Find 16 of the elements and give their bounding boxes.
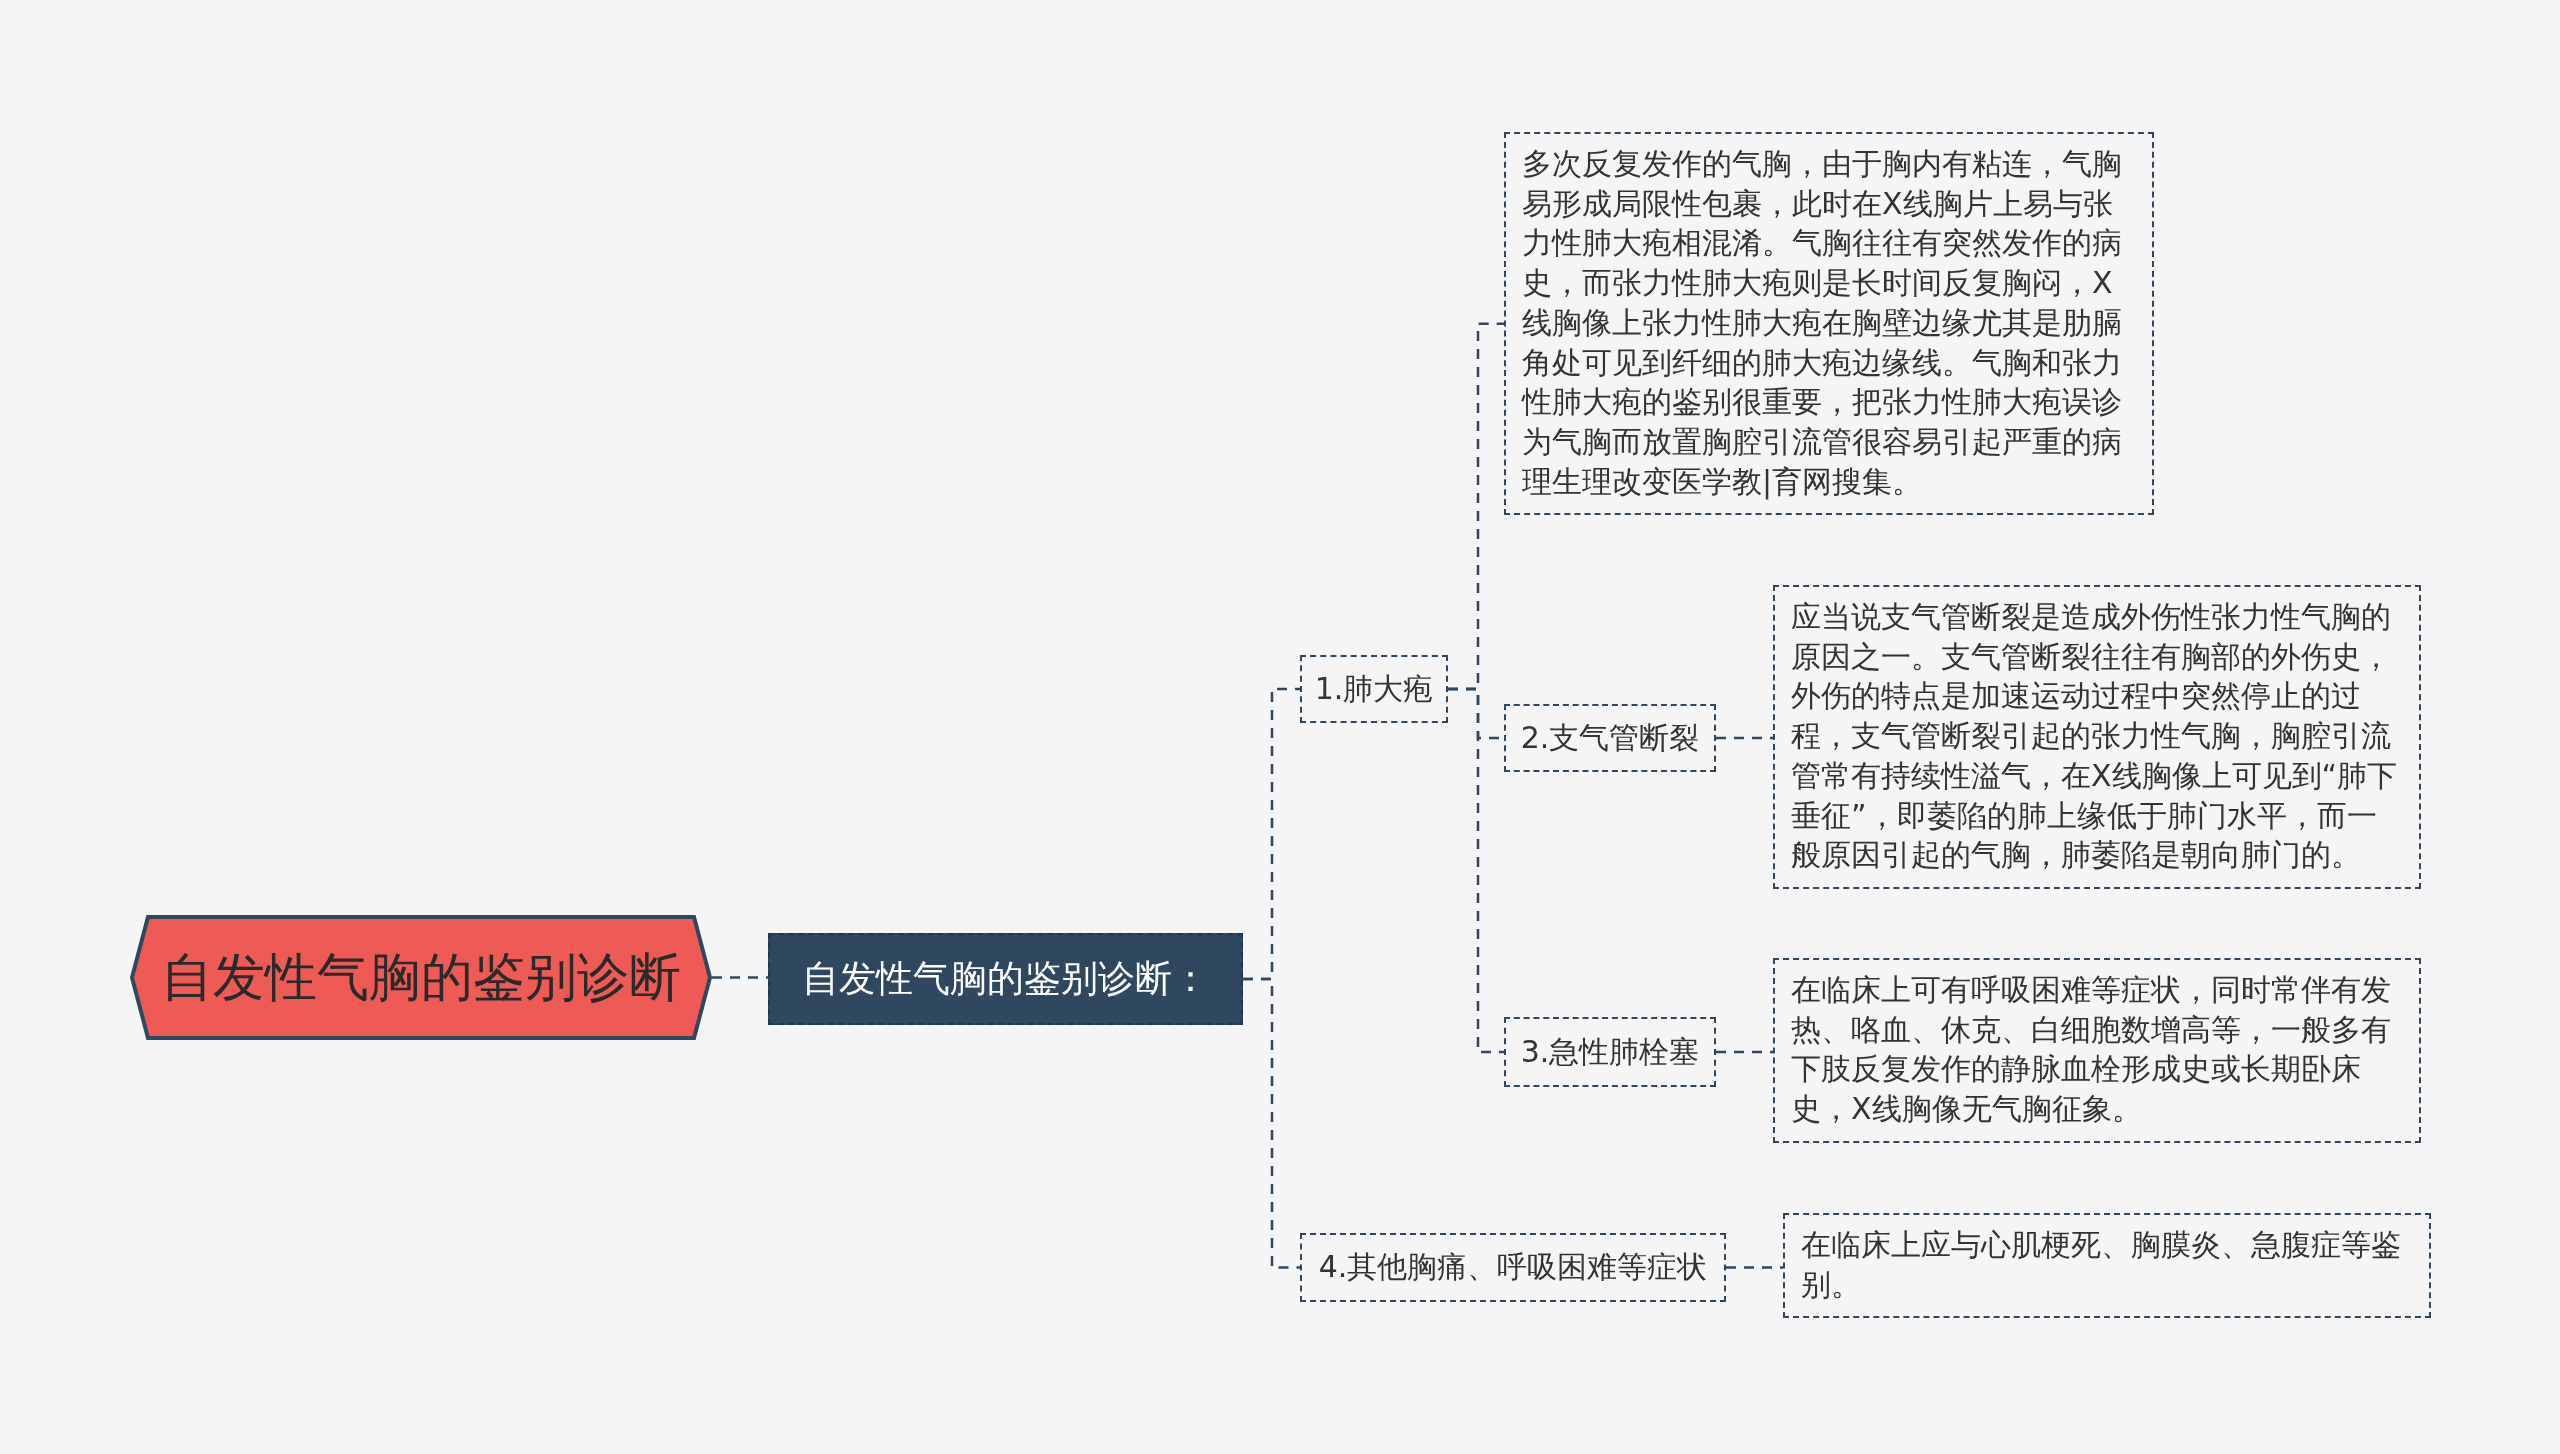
connector-line [1448, 687, 1504, 1054]
note-box: 应当说支气管断裂是造成外伤性张力性气胸的原因之一。支气管断裂往往有胸部的外伤史，外伤的特点是加速运动过程中突然停止的过程，支气管断裂引起的张力性气胸，胸腔引流管常有持续性溢气，在X线胸像上可见到“肺下垂征”，即萎陷的肺上缘低于肺门水平，而一般原因引起的气胸，肺萎陷是朝向肺门的。 [1773, 585, 2421, 889]
branch-box: 4.其他胸痛、呼吸困难等症状 [1300, 1233, 1726, 1302]
branch-box: 2.支气管断裂 [1504, 704, 1716, 772]
branch-box: 3.急性肺栓塞 [1504, 1017, 1716, 1087]
connector-line [712, 976, 768, 979]
note-box: 在临床上可有呼吸困难等症状，同时常伴有发热、咯血、休克、白细胞数增高等，一般多有下肢反复发作的静脉血栓形成史或长期卧床史，X线胸像无气胸征象。 [1773, 958, 2421, 1143]
note-box: 在临床上应与心肌梗死、胸膜炎、急腹症等鉴别。 [1783, 1213, 2431, 1319]
topic-text: 自发性气胸的鉴别诊断 [161, 945, 681, 1009]
note-box: 多次反复发作的气胸，由于胸内有粘连，气胸易形成局限性包裹，此时在X线胸片上易与张力性肺大疱相混淆。气胸往往有突然发作的病史，而张力性肺大疱则是长时间反复胸闷，X线胸像上张力性肺大疱在胸壁边缘尤其是肋膈角处可见到纤细的肺大疱边缘线。气胸和张力性肺大疱的鉴别很重要，把张力性肺大疱误诊为气胸而放置胸腔引流管很容易引起严重的病理生理改变医学教|育网搜集。 [1504, 132, 2154, 516]
connector-line [1716, 1050, 1773, 1054]
connector-line [1726, 1266, 1783, 1269]
connector-line [1716, 736, 1773, 740]
topic-box: 自发性气胸的鉴别诊断： [768, 933, 1243, 1025]
connector-line [1243, 977, 1300, 1269]
branch-box: 1.肺大疱 [1300, 655, 1448, 723]
